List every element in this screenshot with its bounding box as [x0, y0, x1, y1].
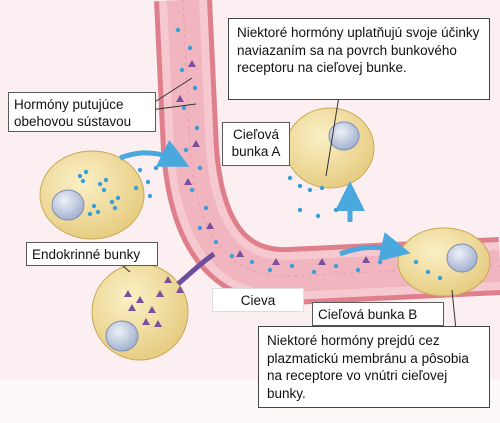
label-hormones-circulatory: Hormóny putujúce obehovou sústavou — [8, 92, 156, 132]
target-cell-b — [397, 227, 491, 297]
label-vessel-text: Cieva — [240, 293, 276, 308]
triangles-in-vessel — [176, 60, 370, 265]
blue-arrow-secretion — [119, 139, 190, 167]
label-target-cell-b: Cieľová bunka B — [312, 302, 444, 326]
label-target-cell-a: Cieľová bunka A — [222, 122, 290, 166]
target-cell-a — [285, 107, 375, 222]
note-surface-receptor: Niektoré hormóny uplatňujú svoje účinky … — [228, 18, 490, 100]
note-intracellular-receptor: Niektoré hormóny prejdú cez plazmatickú … — [258, 326, 490, 408]
note-intracellular-receptor-text: Niektoré hormóny prejdú cez plazmatickú … — [267, 333, 469, 401]
secreted-hormones-top — [133, 165, 159, 199]
blue-arrow-to-cell-b — [339, 232, 411, 262]
purple-arrow-secretion — [176, 251, 216, 286]
note-surface-receptor-text: Niektoré hormóny uplatňujú svoje účinky … — [237, 25, 480, 75]
blood-vessel — [154, 0, 500, 306]
label-target-cell-b-text: Cieľová bunka B — [318, 307, 418, 322]
endocrine-cell-top — [39, 150, 145, 240]
secreted-triangles — [156, 276, 184, 297]
label-target-cell-a-text: Cieľová bunka A — [231, 127, 281, 159]
label-endocrine-cells: Endokrinné bunky — [26, 242, 158, 266]
endocrine-cell-bottom — [91, 263, 189, 361]
label-vessel: Cieva — [212, 288, 304, 312]
hormones-in-vessel — [175, 27, 407, 275]
label-endocrine-cells-text: Endokrinné bunky — [32, 247, 141, 262]
label-hormones-circulatory-text: Hormóny putujúce obehovou sústavou — [14, 97, 132, 129]
